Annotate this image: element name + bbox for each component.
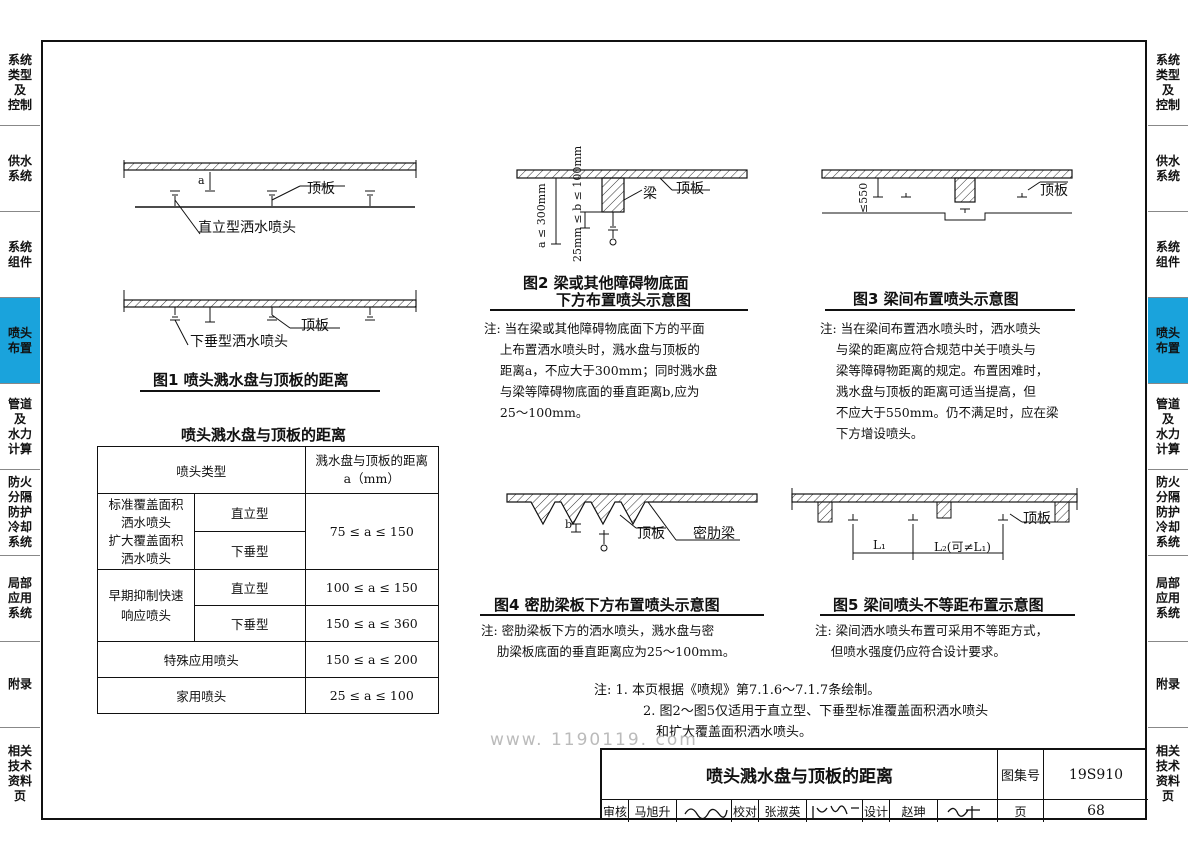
table-header-distance: 溅水盘与顶板的距离 a（mm） (304, 446, 440, 494)
table-group-standard: 标准覆盖面积 洒水喷头 扩大覆盖面积 洒水喷头 (97, 493, 195, 570)
fig3-dim: ≤550 (857, 182, 870, 213)
fig3-caption: 图3 梁间布置喷头示意图 (853, 290, 1019, 308)
distance-table: 喷头类型 溅水盘与顶板的距离 a（mm） 标准覆盖面积 洒水喷头 扩大覆盖面积 … (97, 446, 440, 714)
fig4-dim-b: b (565, 518, 573, 531)
table-cell-upright: 直立型 (194, 569, 306, 606)
table-cell-value: 75 ≤ a ≤ 150 (304, 493, 440, 570)
general-note-2: 2. 图2～图5仅适用于直立型、下垂型标准覆盖面积洒水喷头 (643, 704, 989, 719)
fig4-label-rib: 密肋梁 (693, 526, 735, 542)
title-block: 喷头溅水盘与顶板的距离 图集号 19S910 审核 马旭升 校对 张淑英 设计 … (600, 748, 1148, 822)
side-tab-components[interactable]: 系统 组件 (0, 212, 40, 298)
fig2-dim-b: 25mm ≤ b ≤ 100mm (571, 145, 584, 262)
table-cell-value: 100 ≤ a ≤ 150 (304, 569, 440, 606)
designer-signature (938, 800, 998, 822)
side-tab-appendix[interactable]: 附录 (0, 642, 40, 728)
table-title: 喷头溅水盘与顶板的距离 (181, 426, 347, 444)
side-tab-fire-separation[interactable]: 防火 分隔 防护 冷却 系统 (0, 470, 40, 556)
side-tab-sprinkler-layout[interactable]: 喷头 布置 (1148, 298, 1188, 384)
fig2-note: 注: 当在梁或其他障碍物底面下方的平面 上布置洒水喷头时，溅水盘与顶板的 距离a… (484, 321, 718, 420)
fig3-label-ceiling: 顶板 (1040, 183, 1068, 199)
review-label: 审核 (602, 800, 629, 822)
fig2-label-beam: 梁 (643, 186, 657, 202)
fig4-label-ceiling: 顶板 (637, 526, 665, 542)
reviewer-name: 马旭升 (629, 800, 677, 822)
side-tab-sprinkler-layout[interactable]: 喷头 布置 (0, 298, 40, 384)
fig5-label-l2: L₂(可≠L₁) (934, 540, 991, 554)
atlas-label: 图集号 (998, 750, 1044, 800)
fig1-label-upright: 直立型洒水喷头 (198, 220, 296, 236)
fig5-label-ceiling: 顶板 (1023, 511, 1051, 527)
fig3-caption-rule (825, 309, 1075, 311)
fig1-label-ceiling-2: 顶板 (301, 318, 329, 334)
fig2-label-ceiling: 顶板 (676, 181, 704, 197)
design-label: 设计 (863, 800, 890, 822)
fig2-dim-a: a ≤ 300mm (535, 183, 548, 248)
atlas-number: 19S910 (1044, 750, 1148, 800)
fig3-note: 注: 当在梁间布置洒水喷头时，洒水喷头 与梁的距离应符合规范中关于喷头与 梁等障… (820, 321, 1059, 441)
general-note-3: 和扩大覆盖面积洒水喷头。 (656, 725, 813, 740)
fig1-caption-rule (140, 390, 380, 392)
side-tab-fire-separation[interactable]: 防火 分隔 防护 冷却 系统 (1148, 470, 1188, 556)
side-tab-water-supply[interactable]: 供水 系统 (0, 126, 40, 212)
designer-name: 赵珅 (890, 800, 938, 822)
fig1-label-pendent: 下垂型洒水喷头 (190, 334, 288, 350)
side-tab-related[interactable]: 相关 技术 资料 页 (1155, 744, 1180, 803)
side-tab-components[interactable]: 系统 组件 (1148, 212, 1188, 298)
table-group-esfr: 早期抑制快速 响应喷头 (97, 569, 195, 642)
side-tab-piping[interactable]: 管道 及 水力 计算 (0, 384, 40, 470)
fig2-caption-line1: 图2 梁或其他障碍物底面 (523, 274, 689, 292)
page-label: 页 (998, 800, 1044, 822)
page-number: 68 (1087, 803, 1105, 819)
table-cell-pendent: 下垂型 (194, 605, 306, 642)
side-tab-piping[interactable]: 管道 及 水力 计算 (1148, 384, 1188, 470)
fig1-label-ceiling: 顶板 (307, 181, 335, 197)
check-label: 校对 (732, 800, 759, 822)
fig4-note: 注: 密肋梁板下方的洒水喷头，溅水盘与密 肋梁板底面的垂直距离应为25～100m… (481, 623, 736, 659)
table-cell-special: 特殊应用喷头 (97, 641, 306, 678)
side-tab-local-application[interactable]: 局部 应用 系统 (1148, 556, 1188, 642)
fig4-caption-rule (480, 614, 764, 616)
side-tab-related[interactable]: 相关 技术 资料 页 (7, 744, 32, 803)
table-cell-value: 150 ≤ a ≤ 360 (304, 605, 440, 642)
fig4-caption: 图4 密肋梁板下方布置喷头示意图 (494, 596, 720, 614)
table-cell-home: 家用喷头 (97, 677, 306, 714)
watermark: www. 1190119. com (490, 730, 698, 750)
table-cell-value: 150 ≤ a ≤ 200 (304, 641, 440, 678)
fig5-caption: 图5 梁间喷头不等距布置示意图 (833, 596, 1044, 614)
fig5-note: 注: 梁间洒水喷头布置可采用不等距方式， 但喷水强度仍应符合设计要求。 (815, 623, 1049, 659)
table-cell-upright: 直立型 (194, 493, 306, 532)
fig1-caption: 图1 喷头溅水盘与顶板的距离 (153, 371, 349, 389)
reviewer-signature (677, 800, 732, 822)
fig1-dim-a: a (198, 174, 205, 187)
side-tab-local-application[interactable]: 局部 应用 系统 (0, 556, 40, 642)
checker-signature (807, 800, 863, 822)
fig2-caption-rule (490, 309, 748, 311)
table-cell-pendent: 下垂型 (194, 531, 306, 570)
fig5-label-l1: L₁ (873, 538, 886, 552)
side-tab-system-type[interactable]: 系统 类型 及 控制 (0, 40, 40, 126)
fig5-caption-rule (820, 614, 1075, 616)
side-tab-system-type[interactable]: 系统 类型 及 控制 (1148, 40, 1188, 126)
side-tab-appendix[interactable]: 附录 (1148, 642, 1188, 728)
table-cell-value: 25 ≤ a ≤ 100 (304, 677, 440, 714)
fig2-caption-line2: 下方布置喷头示意图 (556, 291, 692, 309)
table-header-type: 喷头类型 (97, 446, 306, 494)
title-block-title: 喷头溅水盘与顶板的距离 (602, 750, 998, 800)
side-tab-water-supply[interactable]: 供水 系统 (1148, 126, 1188, 212)
checker-name: 张淑英 (759, 800, 807, 822)
general-note-1: 注: 1. 本页根据《喷规》第7.1.6～7.1.7条绘制。 (594, 683, 881, 698)
drawing-frame (41, 40, 1147, 820)
